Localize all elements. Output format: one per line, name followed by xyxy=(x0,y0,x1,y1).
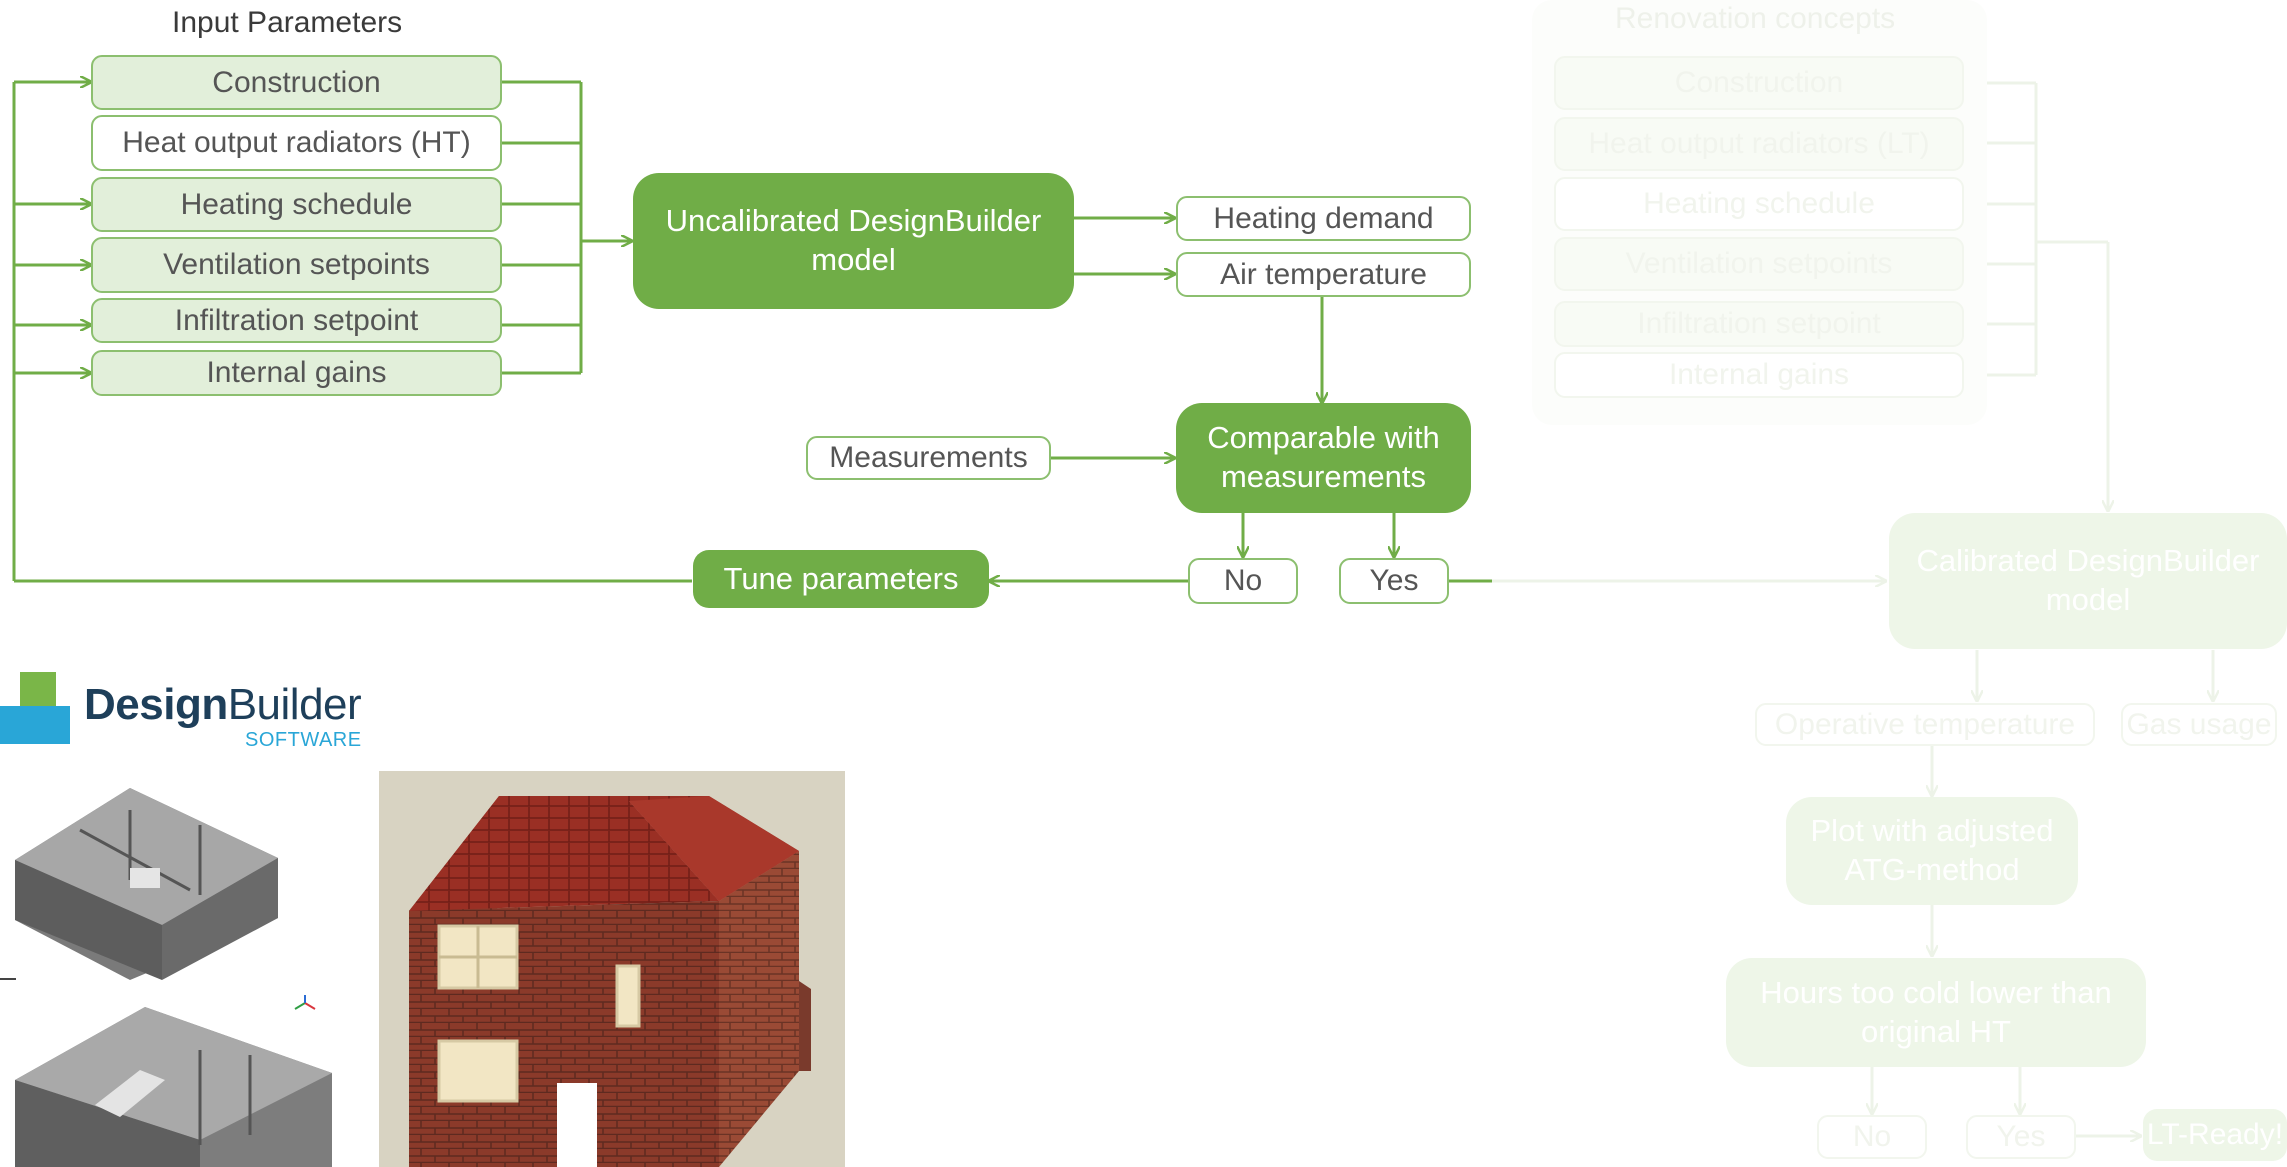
input-heating-schedule: Heating schedule xyxy=(91,177,502,232)
plot-atg-method: Plot with adjusted ATG-method xyxy=(1786,797,2078,905)
result-gas-usage: Gas usage xyxy=(2121,703,2277,746)
uncalibrated-model: Uncalibrated DesignBuilder model xyxy=(633,173,1074,309)
input-infiltration-setpoint: Infiltration setpoint xyxy=(91,298,502,343)
input-heat-output-radiators: Heat output radiators (HT) xyxy=(91,115,502,171)
input-construction: Construction xyxy=(91,55,502,110)
decision-no: No xyxy=(1188,558,1298,604)
house-3d-render-image xyxy=(379,771,845,1167)
floorplan-3d-upper-image xyxy=(0,770,290,980)
input-parameters-title: Input Parameters xyxy=(172,6,403,39)
renovation-heat-output-radiators: Heat output radiators (LT) xyxy=(1554,117,1964,171)
final-decision-yes: Yes xyxy=(1966,1115,2076,1159)
renovation-title: Renovation concepts xyxy=(1615,2,1896,35)
designbuilder-logo-mark xyxy=(0,672,70,744)
floorplan-3d-lower-image xyxy=(0,995,340,1167)
logo-word-design: Design xyxy=(84,680,228,729)
logo-subtitle: SOFTWARE xyxy=(245,729,362,751)
calibrated-model: Calibrated DesignBuilder model xyxy=(1889,513,2287,649)
logo-word-builder: Builder xyxy=(227,680,362,729)
decision-yes: Yes xyxy=(1339,558,1449,604)
hours-too-cold: Hours too cold lower than original HT xyxy=(1726,958,2146,1067)
input-internal-gains: Internal gains xyxy=(91,350,502,396)
renovation-heating-schedule: Heating schedule xyxy=(1554,177,1964,231)
result-operative-temperature: Operative temperature xyxy=(1755,703,2095,746)
input-ventilation-setpoints: Ventilation setpoints xyxy=(91,237,502,293)
renovation-construction: Construction xyxy=(1554,56,1964,110)
renovation-ventilation-setpoints: Ventilation setpoints xyxy=(1554,237,1964,291)
final-decision-no: No xyxy=(1817,1115,1927,1159)
measurements-box: Measurements xyxy=(806,436,1051,480)
tune-parameters: Tune parameters xyxy=(693,550,989,608)
logo-wordmark: DesignBuilder xyxy=(84,680,362,730)
output-air-temperature: Air temperature xyxy=(1176,252,1471,297)
comparison-box: Comparable with measurements xyxy=(1176,403,1471,513)
renovation-internal-gains: Internal gains xyxy=(1554,352,1964,398)
output-heating-demand: Heating demand xyxy=(1176,196,1471,241)
renovation-infiltration-setpoint: Infiltration setpoint xyxy=(1554,301,1964,347)
lt-ready: LT-Ready! xyxy=(2143,1109,2287,1161)
